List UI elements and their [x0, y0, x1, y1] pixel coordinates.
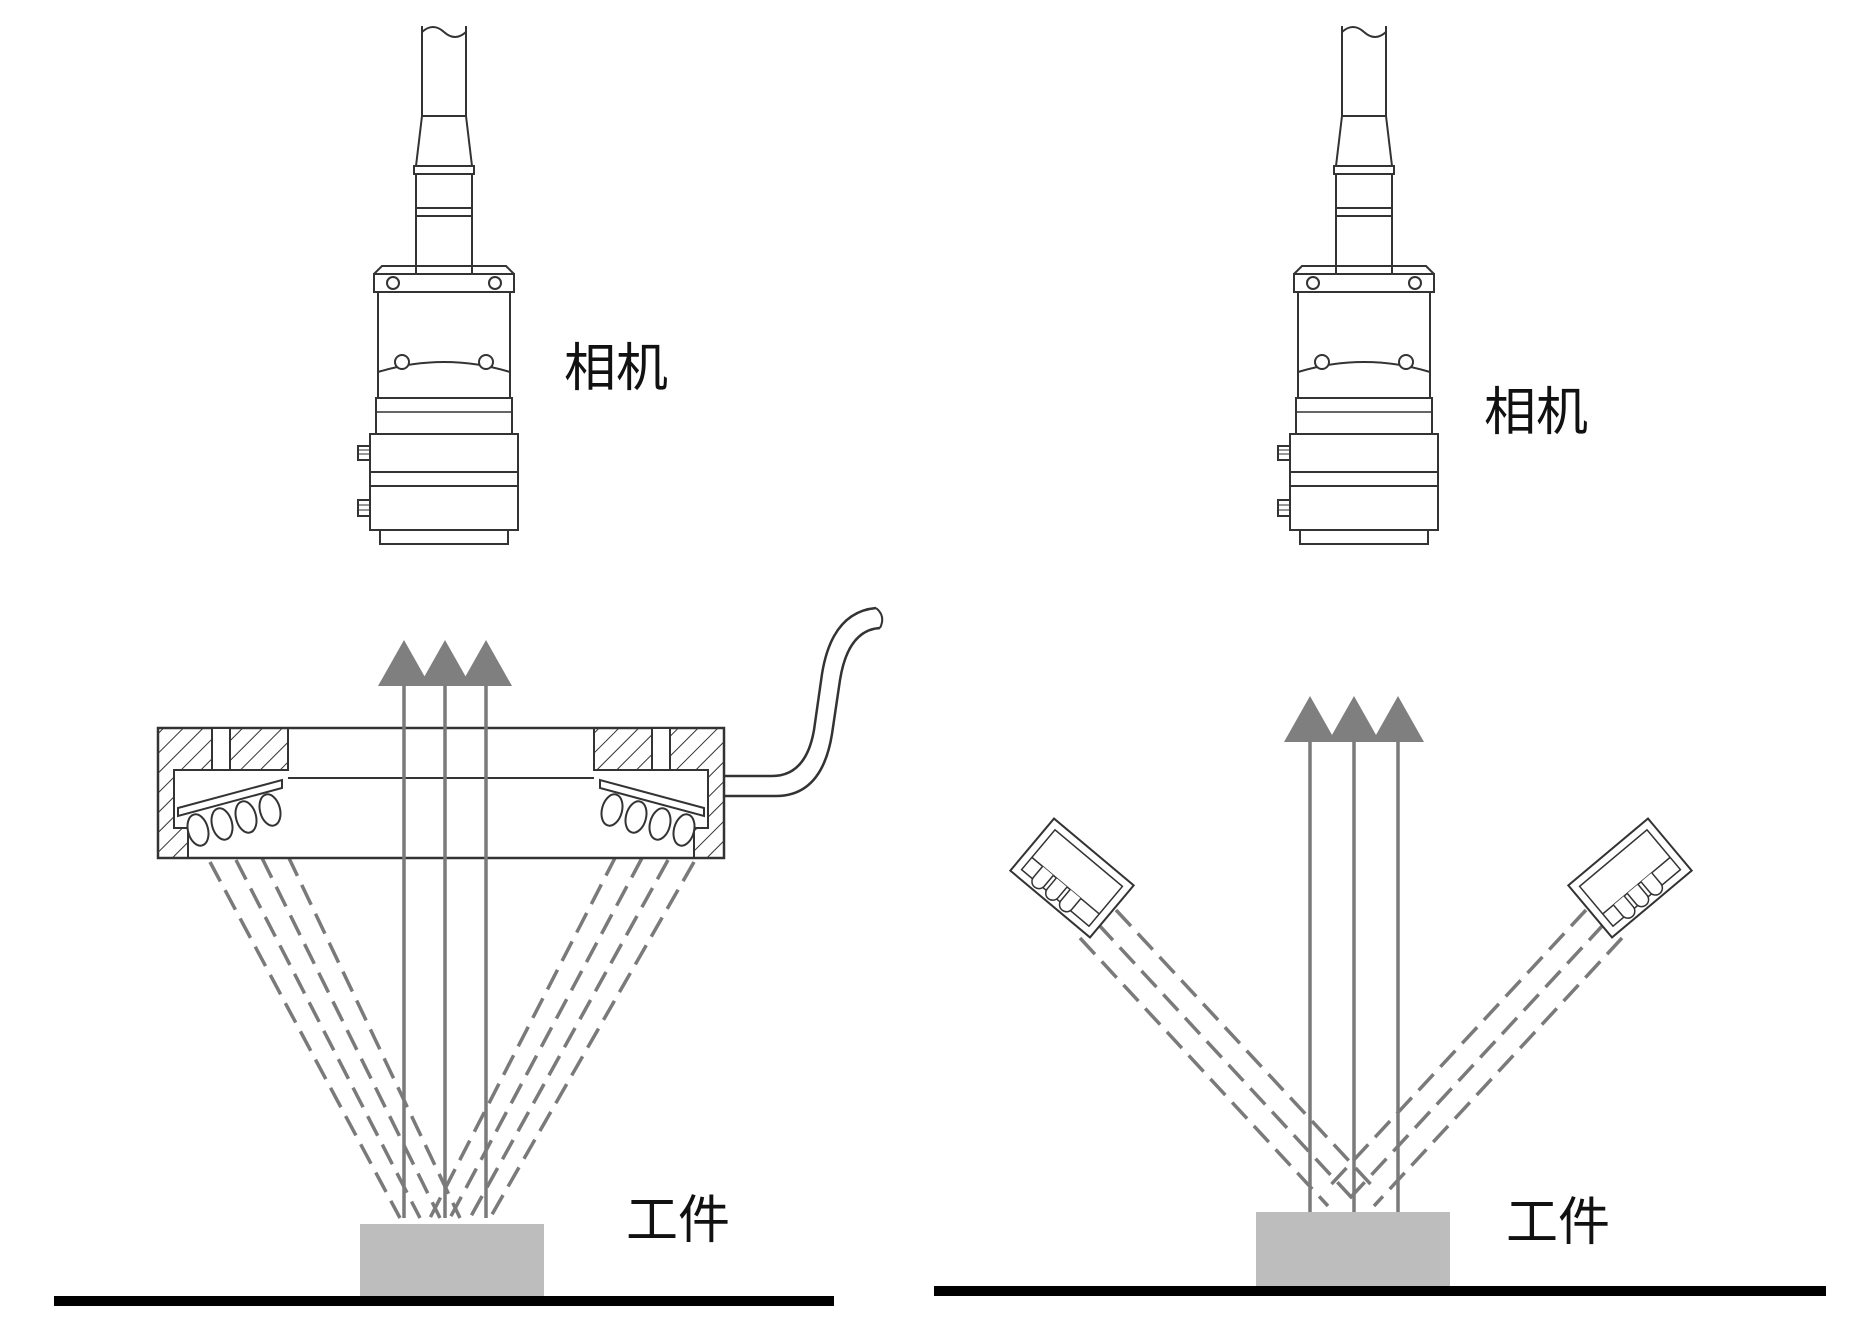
ground-left	[54, 1296, 834, 1306]
bar-light-icon	[1009, 817, 1135, 939]
workpiece-left	[360, 1224, 544, 1296]
ground-right	[934, 1286, 1826, 1296]
camera-icon	[1277, 25, 1439, 545]
right-reflected-rays	[1308, 740, 1400, 1212]
camera-label-left: 相机	[564, 339, 668, 399]
camera-icon	[357, 25, 519, 545]
bar-light-icon	[1567, 817, 1693, 939]
left-reflected-rays	[402, 684, 488, 1218]
workpiece-right	[1256, 1212, 1450, 1288]
led-icon	[186, 793, 696, 847]
camera-label-right: 相机	[1484, 383, 1588, 443]
workpiece-label-right: 工件	[1506, 1193, 1610, 1253]
left-dashed-rays	[208, 855, 696, 1219]
workpiece-label-left: 工件	[626, 1191, 730, 1251]
arrow-up-icon	[378, 640, 512, 686]
right-dashed-rays	[1078, 908, 1624, 1208]
arrow-up-icon	[1284, 696, 1424, 742]
ring-light-icon	[156, 606, 884, 860]
